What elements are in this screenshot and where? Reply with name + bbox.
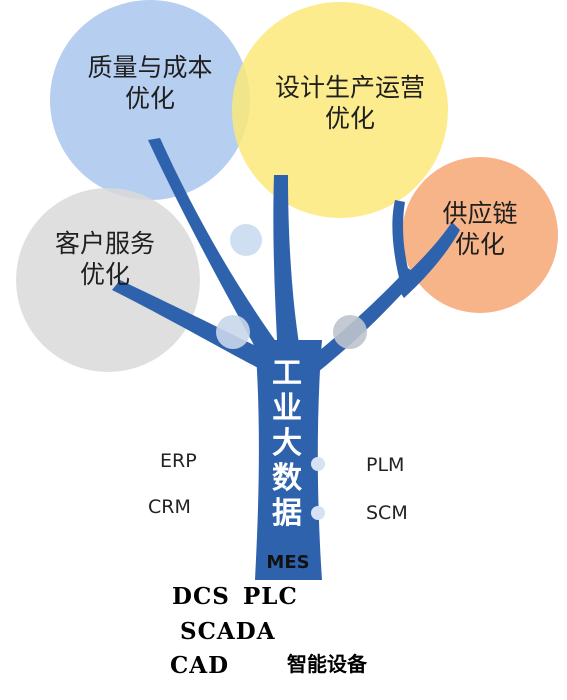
label-dcs: DCS [172, 583, 230, 610]
label-quality-cost-line2: 优化 [124, 84, 175, 114]
circle-design-ops [232, 2, 448, 218]
branch-right-upper [395, 222, 460, 298]
label-scada: SCADA [180, 618, 276, 645]
label-mes: MES [266, 552, 310, 573]
label-design-ops-line1: 设计生产运营 [274, 73, 425, 102]
label-quality-cost-line1: 质量与成本 [87, 53, 213, 82]
knot-center [230, 224, 262, 256]
label-smart-devices: 智能设备 [287, 652, 367, 676]
label-scm: SCM [366, 502, 408, 524]
knot-right [333, 315, 367, 349]
knot-trunk-2 [311, 506, 325, 520]
label-crm: CRM [148, 496, 191, 518]
label-plm: PLM [366, 454, 405, 476]
label-cad: CAD [170, 652, 230, 679]
trunk-char-2: 业 [272, 391, 302, 426]
circle-supply-chain [402, 157, 558, 313]
branch-right-lower [308, 268, 418, 372]
trunk-char-3: 大 [272, 426, 302, 461]
label-erp: ERP [160, 450, 197, 472]
label-customer-service-line2: 优化 [79, 260, 130, 290]
knot-left [216, 315, 250, 349]
label-supply-chain-line2: 优化 [454, 230, 505, 260]
label-plc: PLC [243, 583, 298, 610]
label-quality-cost: 质量与成本 优化 [50, 52, 250, 115]
label-supply-chain-line1: 供应链 [442, 199, 518, 228]
branch-left-upper [148, 138, 282, 360]
branch-center [273, 175, 300, 360]
trunk-char-1: 工 [272, 356, 302, 391]
knot-trunk-1 [311, 457, 325, 471]
label-customer-service-line1: 客户服务 [54, 229, 155, 258]
trunk-body [255, 340, 322, 580]
trunk-char-4: 数 [272, 461, 302, 496]
label-supply-chain: 供应链 优化 [430, 198, 530, 261]
label-design-ops: 设计生产运营 优化 [250, 72, 450, 135]
label-design-ops-line2: 优化 [324, 104, 375, 134]
branch-right-twig [392, 200, 412, 290]
circle-customer-service [16, 188, 200, 372]
circle-quality-cost [50, 0, 250, 200]
label-customer-service: 客户服务 优化 [30, 228, 180, 291]
trunk-char-5: 据 [272, 496, 302, 531]
